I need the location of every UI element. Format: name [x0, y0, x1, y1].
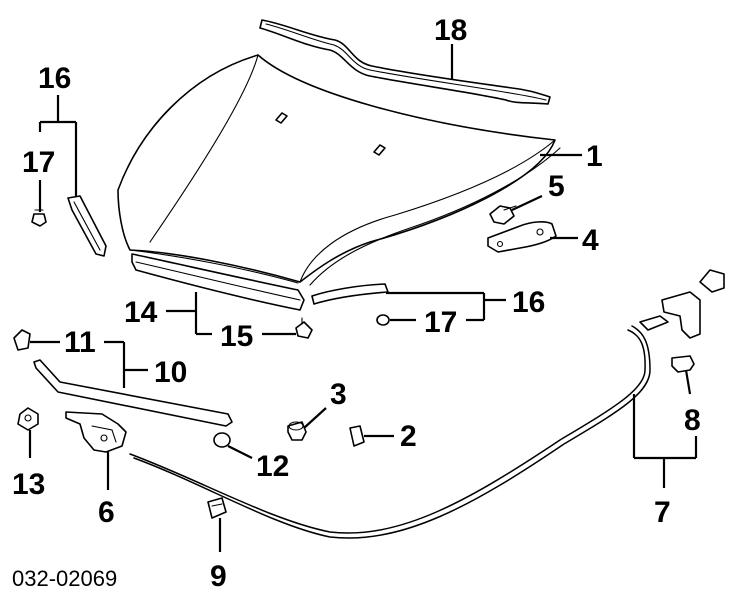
part-10-support-rod	[33, 359, 233, 427]
part-7-release-cable	[129, 269, 725, 539]
callout-15: 15	[220, 320, 253, 353]
callout-14: 14	[124, 296, 158, 329]
part-9-cable-clip	[207, 497, 227, 519]
leader-lines	[28, 44, 698, 552]
part-11-rod-holder	[13, 329, 31, 351]
part-13-grommet	[17, 407, 39, 431]
part-17-clip-right	[376, 314, 390, 326]
part-2-cushion	[349, 425, 365, 447]
part-15-clip	[295, 317, 313, 339]
callout-1: 1	[586, 140, 603, 173]
callout-16-right: 16	[512, 286, 545, 319]
callout-4: 4	[582, 224, 599, 257]
part-3-bumper	[287, 421, 307, 441]
part-14-front-seal	[131, 253, 305, 311]
part-18-hood-seal	[259, 19, 551, 105]
part-8-bolt	[671, 355, 695, 373]
part-12-bumper	[213, 432, 231, 448]
callout-17-left: 17	[22, 146, 55, 179]
callout-6: 6	[98, 496, 115, 529]
part-1-hood-panel	[117, 54, 561, 286]
callout-11: 11	[64, 326, 96, 359]
callout-7: 7	[654, 496, 671, 529]
diagram-code: 032-02069	[12, 566, 117, 591]
callout-2: 2	[400, 420, 417, 453]
callout-8: 8	[684, 404, 701, 437]
callout-12: 12	[256, 450, 289, 483]
callout-5: 5	[548, 170, 565, 203]
callout-9: 9	[210, 560, 227, 593]
part-16-side-seal-right	[311, 283, 389, 305]
callout-17-right: 17	[424, 306, 457, 339]
callout-3: 3	[330, 378, 347, 411]
callout-13: 13	[12, 468, 45, 501]
callout-18: 18	[434, 14, 467, 47]
part-16-side-seal-left	[67, 195, 107, 257]
callout-16-left: 16	[38, 62, 71, 95]
part-5-bolt	[489, 205, 517, 225]
part-17-clip-left	[31, 209, 47, 227]
part-4-hinge	[487, 221, 557, 253]
callout-10: 10	[154, 356, 187, 389]
part-6-hood-latch	[65, 411, 127, 453]
callout-labels: 18 1 5 4 16 17 16 17 14 15 11 10 3 2 12 …	[12, 14, 701, 593]
